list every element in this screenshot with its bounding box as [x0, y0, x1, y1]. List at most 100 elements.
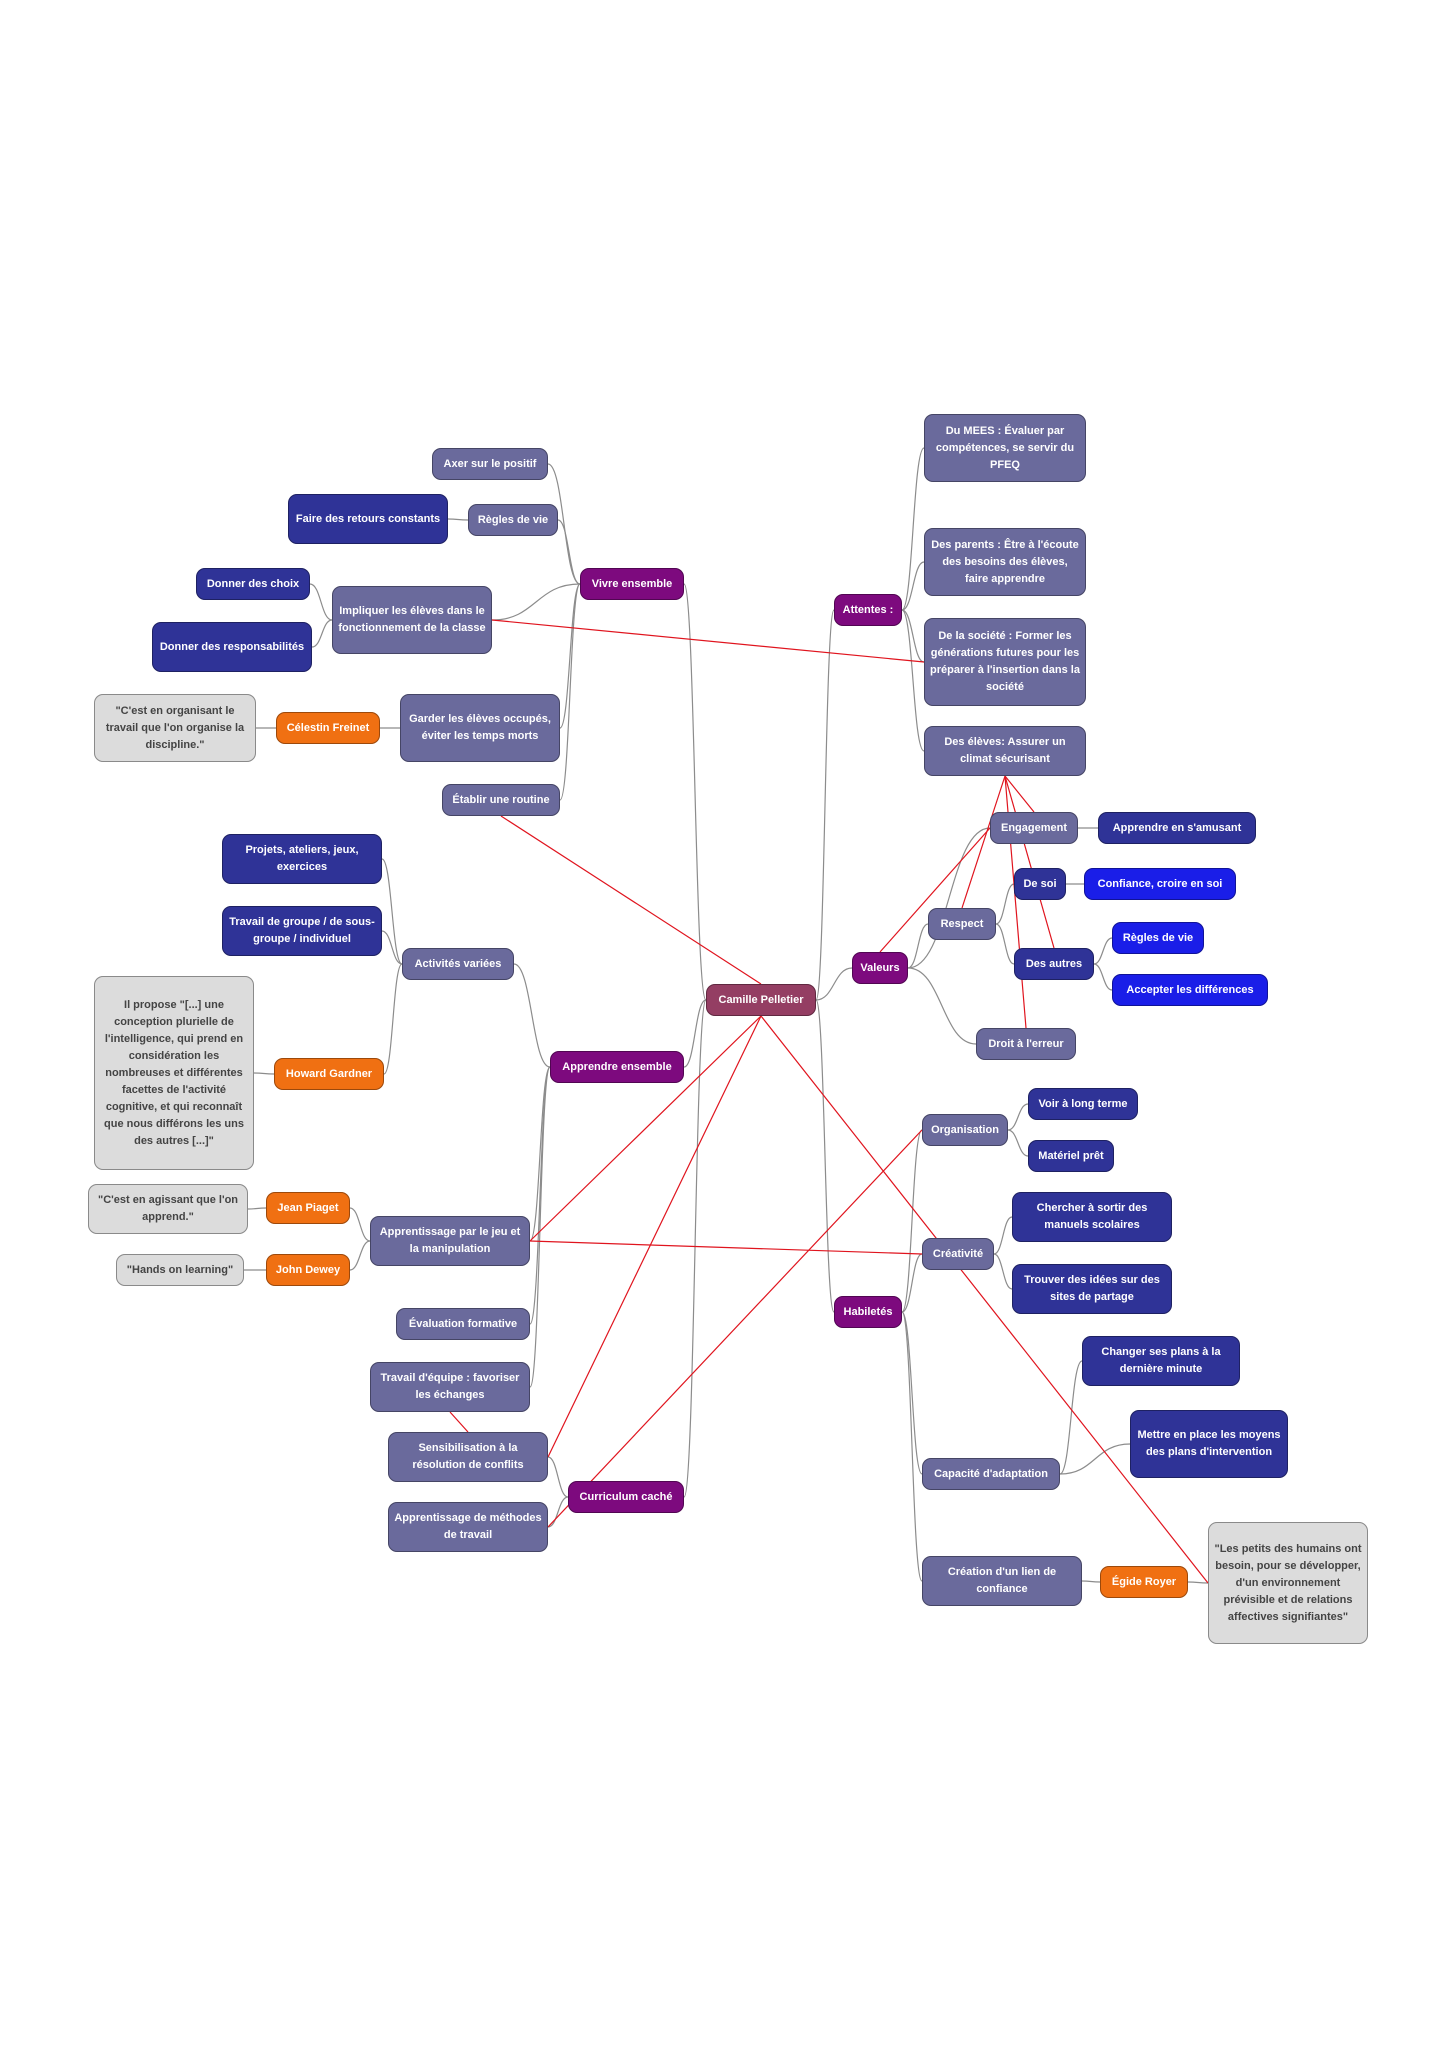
quote-royer: "Les petits des humains ont besoin, pour… — [1208, 1522, 1368, 1644]
tree-link — [247, 1207, 267, 1210]
tree-link — [253, 1072, 275, 1075]
person-jean-piaget[interactable]: Jean Piaget — [266, 1192, 350, 1224]
tree-link — [907, 967, 977, 1045]
quote-freinet: "C'est en organisant le travail que l'on… — [94, 694, 256, 762]
node-sensibilisation-conflits[interactable]: Sensibilisation à la résolution de confl… — [388, 1432, 548, 1482]
person-celestin-freinet[interactable]: Célestin Freinet — [276, 712, 380, 744]
node-capacite-adaptation[interactable]: Capacité d'adaptation — [922, 1458, 1060, 1490]
node-impliquer-eleves[interactable]: Impliquer les élèves dans le fonctionnem… — [332, 586, 492, 654]
node-changer-plans[interactable]: Changer ses plans à la dernière minute — [1082, 1336, 1240, 1386]
node-regles-de-vie[interactable]: Règles de vie — [468, 504, 558, 536]
tree-link — [491, 583, 581, 621]
person-howard-gardner[interactable]: Howard Gardner — [274, 1058, 384, 1090]
node-des-autres[interactable]: Des autres — [1014, 948, 1094, 980]
node-apprendre-amusant[interactable]: Apprendre en s'amusant — [1098, 812, 1256, 844]
tree-link — [1187, 1581, 1209, 1584]
tree-link — [1081, 1580, 1101, 1583]
tree-link — [559, 583, 581, 801]
tree-link — [901, 1253, 923, 1313]
cross-link — [1004, 775, 1035, 813]
node-projets-ateliers[interactable]: Projets, ateliers, jeux, exercices — [222, 834, 382, 884]
node-activites-variees[interactable]: Activités variées — [402, 948, 514, 980]
tree-link — [995, 883, 1015, 925]
node-de-soi[interactable]: De soi — [1014, 868, 1066, 900]
node-donner-choix[interactable]: Donner des choix — [196, 568, 310, 600]
node-voir-long-terme[interactable]: Voir à long terme — [1028, 1088, 1138, 1120]
node-methodes-travail[interactable]: Apprentissage de méthodes de travail — [388, 1502, 548, 1552]
tree-link — [309, 583, 333, 621]
tree-link — [381, 858, 403, 965]
tree-link — [559, 583, 581, 729]
node-travail-groupe[interactable]: Travail de groupe / de sous-groupe / ind… — [222, 906, 382, 956]
person-egide-royer[interactable]: Égide Royer — [1100, 1566, 1188, 1598]
node-engagement[interactable]: Engagement — [990, 812, 1078, 844]
tree-link — [815, 609, 835, 1001]
node-etablir-routine[interactable]: Établir une routine — [442, 784, 560, 816]
cross-link — [500, 815, 762, 985]
node-attente-societe[interactable]: De la société : Former les générations f… — [924, 618, 1086, 706]
node-garder-occupes[interactable]: Garder les élèves occupés, éviter les te… — [400, 694, 560, 762]
branch-habiletes[interactable]: Habiletés — [834, 1296, 902, 1328]
tree-link — [529, 1066, 551, 1388]
branch-vivre-ensemble[interactable]: Vivre ensemble — [580, 568, 684, 600]
tree-link — [901, 609, 925, 752]
node-droit-erreur[interactable]: Droit à l'erreur — [976, 1028, 1076, 1060]
tree-link — [311, 619, 333, 648]
tree-link — [901, 447, 925, 611]
node-chercher-manuels[interactable]: Chercher à sortir des manuels scolaires — [1012, 1192, 1172, 1242]
node-respect[interactable]: Respect — [928, 908, 996, 940]
node-materiel-pret[interactable]: Matériel prêt — [1028, 1140, 1114, 1172]
cross-link — [961, 775, 1006, 909]
cross-link — [879, 827, 991, 953]
tree-link — [683, 583, 707, 1001]
tree-link — [993, 1253, 1013, 1290]
node-regles-vie-valeurs[interactable]: Règles de vie — [1112, 922, 1204, 954]
tree-link — [557, 519, 581, 585]
root-node[interactable]: Camille Pelletier — [706, 984, 816, 1016]
person-john-dewey[interactable]: John Dewey — [266, 1254, 350, 1286]
branch-curriculum-cache[interactable]: Curriculum caché — [568, 1481, 684, 1513]
node-apprentissage-jeu[interactable]: Apprentissage par le jeu et la manipulat… — [370, 1216, 530, 1266]
tree-link — [901, 561, 925, 611]
node-attente-eleves[interactable]: Des élèves: Assurer un climat sécurisant — [924, 726, 1086, 776]
tree-link — [1007, 1129, 1029, 1157]
node-trouver-idees[interactable]: Trouver des idées sur des sites de parta… — [1012, 1264, 1172, 1314]
tree-link — [901, 1311, 923, 1475]
tree-link — [815, 999, 835, 1313]
cross-link — [1004, 775, 1055, 949]
tree-link — [547, 1496, 569, 1528]
node-accepter-differences[interactable]: Accepter les différences — [1112, 974, 1268, 1006]
node-evaluation-formative[interactable]: Évaluation formative — [396, 1308, 530, 1340]
node-confiance-soi[interactable]: Confiance, croire en soi — [1084, 868, 1236, 900]
cross-link — [547, 1015, 762, 1458]
node-attente-mees[interactable]: Du MEES : Évaluer par compétences, se se… — [924, 414, 1086, 482]
node-moyens-intervention[interactable]: Mettre en place les moyens des plans d'i… — [1130, 1410, 1288, 1478]
node-lien-confiance[interactable]: Création d'un lien de confiance — [922, 1556, 1082, 1606]
cross-link — [449, 1411, 469, 1433]
node-creativite[interactable]: Créativité — [922, 1238, 994, 1270]
cross-link — [529, 1015, 762, 1242]
branch-attentes[interactable]: Attentes : — [834, 594, 902, 626]
tree-link — [529, 1066, 551, 1325]
cross-link — [760, 1015, 1209, 1584]
node-donner-responsabilites[interactable]: Donner des responsabilités — [152, 622, 312, 672]
tree-link — [907, 827, 991, 969]
tree-link — [349, 1207, 371, 1242]
branch-valeurs[interactable]: Valeurs — [852, 952, 908, 984]
node-axer-positif[interactable]: Axer sur le positif — [432, 448, 548, 480]
tree-link — [447, 518, 469, 521]
tree-link — [901, 609, 925, 663]
node-travail-equipe[interactable]: Travail d'équipe : favoriser les échange… — [370, 1362, 530, 1412]
branch-apprendre-ensemble[interactable]: Apprendre ensemble — [550, 1051, 684, 1083]
tree-link — [901, 1129, 923, 1313]
cross-link — [491, 619, 925, 663]
tree-link — [815, 967, 853, 1001]
cross-link — [547, 1129, 923, 1528]
tree-link — [683, 999, 707, 1498]
node-organisation[interactable]: Organisation — [922, 1114, 1008, 1146]
node-attente-parents[interactable]: Des parents : Être à l'écoute des besoin… — [924, 528, 1086, 596]
tree-link — [383, 963, 403, 1075]
node-retours-constants[interactable]: Faire des retours constants — [288, 494, 448, 544]
tree-link — [1093, 963, 1113, 991]
